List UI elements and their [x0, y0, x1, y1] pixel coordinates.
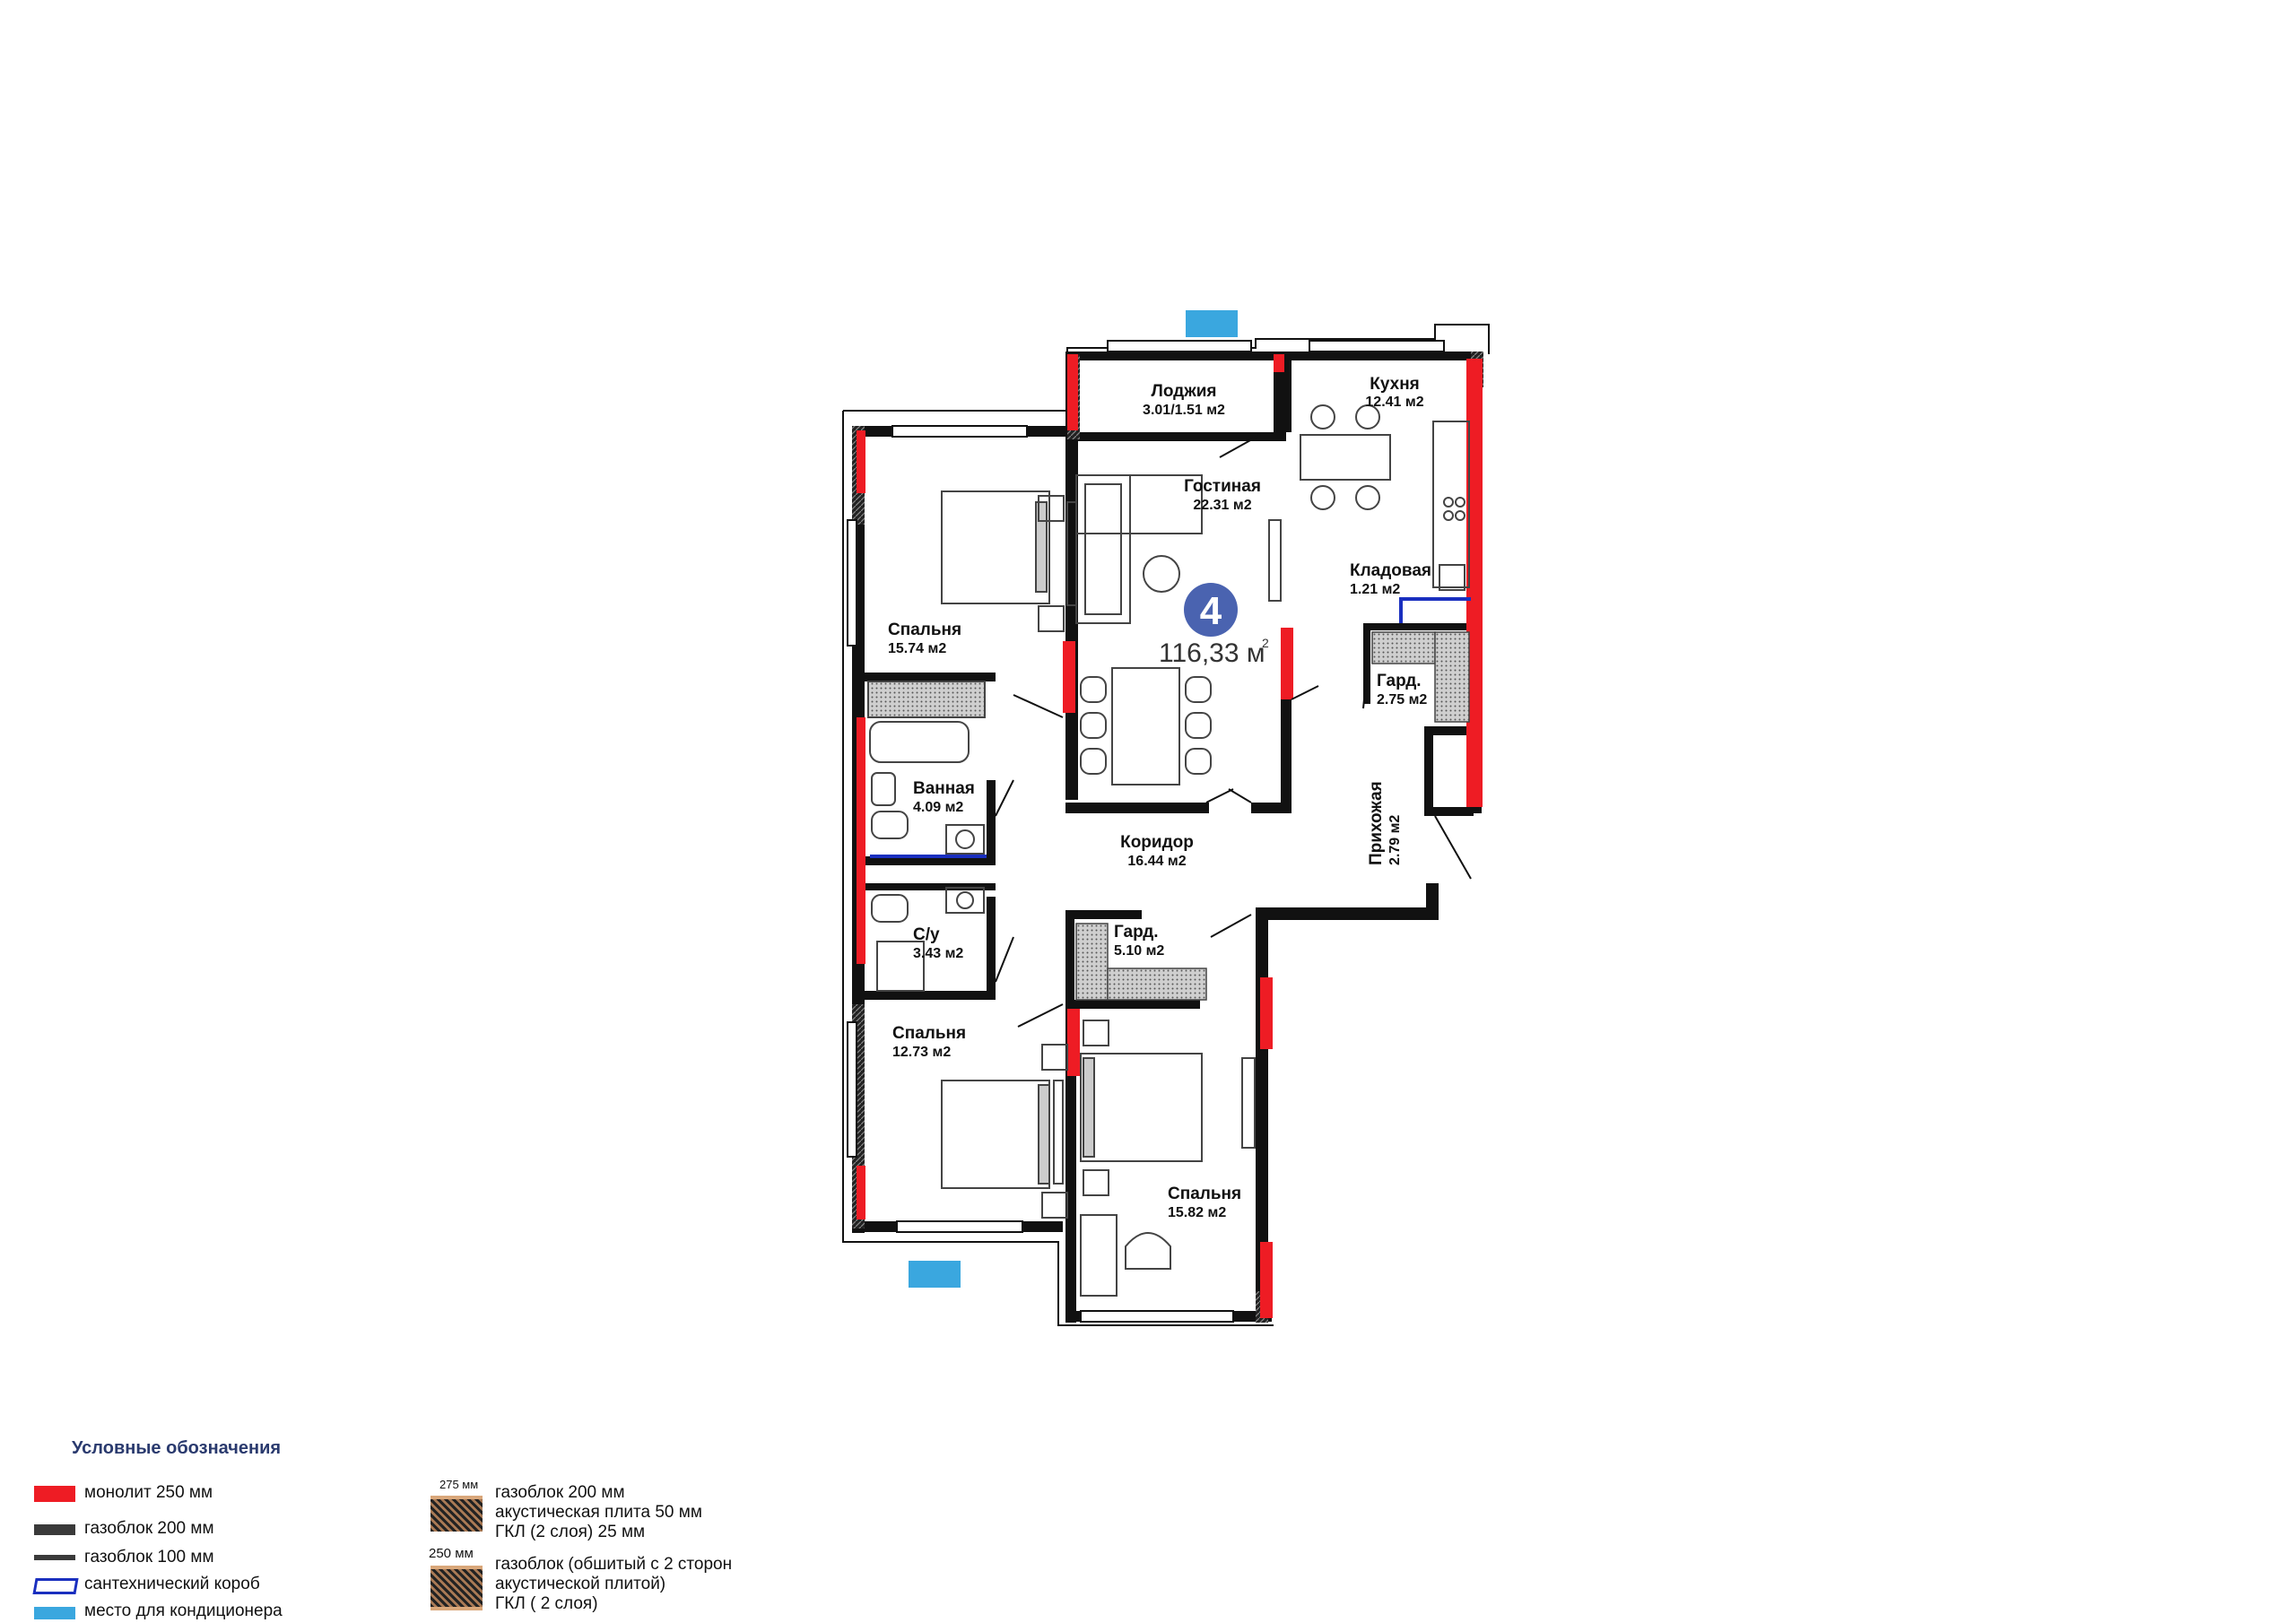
furniture-wardrobes: [1075, 631, 1470, 1001]
label-pantry-name: Кладовая: [1350, 561, 1431, 580]
ac-place-top: [1186, 310, 1238, 337]
label-loggia-name: Лоджия: [1152, 382, 1217, 401]
monolith-walls: [857, 354, 1483, 1318]
furniture-kitchen: [1300, 404, 1470, 591]
apartment-total-area: 116,33 м: [1159, 638, 1265, 668]
legend-acoustic2-dim: 250 мм: [429, 1546, 474, 1561]
legend-title: Условные обозначения: [72, 1438, 282, 1458]
label-kitchen-area: 12.41 м2: [1365, 395, 1423, 410]
legend-label-ac-place: место для кондиционера: [84, 1601, 283, 1620]
label-bedroom2-area: 12.73 м2: [892, 1045, 951, 1060]
legend-label-monolith: монолит 250 мм: [84, 1483, 213, 1502]
label-living-area: 22.31 м2: [1193, 498, 1251, 513]
label-bedroom1-name: Спальня: [888, 621, 961, 639]
label-wardrobe1-area: 2.75 м2: [1377, 692, 1427, 707]
sanitary-box: [870, 597, 1471, 858]
furniture-bathroom: [869, 721, 985, 992]
apartment-area-superscript: 2: [1262, 636, 1269, 650]
label-living-name: Гостиная: [1184, 477, 1261, 496]
legend-acoustic1-swatch: [430, 1496, 483, 1532]
legend-acoustic2-line1: газоблок (обшитый с 2 сторон: [495, 1555, 733, 1574]
label-wc-area: 3.43 м2: [913, 946, 963, 961]
legend-swatch-gasblock-100: [34, 1555, 75, 1560]
legend-acoustic2-line3: ГКЛ ( 2 слоя): [495, 1594, 598, 1613]
furniture-bedroom-1: [867, 490, 1077, 718]
label-loggia-area: 3.01/1.51 м2: [1143, 403, 1225, 418]
apartment-number: 4: [1200, 589, 1222, 633]
windows: [847, 340, 1445, 1323]
label-corridor-name: Коридор: [1120, 833, 1194, 852]
apartment-badge: 4 116,33 м 2: [1159, 583, 1269, 668]
furniture-bedroom-2: [941, 1044, 1068, 1219]
furniture-bedroom-3: [1080, 1020, 1256, 1297]
legend-swatch-ac-place: [34, 1607, 75, 1619]
label-bedroom2-name: Спальня: [892, 1024, 966, 1043]
legend-acoustic1-dim: 275 мм: [439, 1478, 479, 1491]
legend-label-gasblock-100: газоблок 100 мм: [84, 1548, 214, 1567]
legend-acoustic1-line3: ГКЛ (2 слоя) 25 мм: [495, 1523, 646, 1541]
legend-swatch-gasblock-200: [34, 1524, 75, 1535]
label-hallway-name: Прихожая: [1367, 781, 1386, 865]
legend-label-gasblock-200: газоблок 200 мм: [84, 1519, 214, 1538]
doors: [995, 434, 1472, 1028]
legend-acoustic2-line2: акустической плитой): [495, 1575, 666, 1593]
label-bedroom1-area: 15.74 м2: [888, 641, 946, 656]
ac-place-bottom: [909, 1261, 961, 1288]
label-kitchen-name: Кухня: [1370, 375, 1420, 394]
label-wardrobe2-name: Гард.: [1114, 923, 1159, 942]
label-bedroom3-name: Спальня: [1168, 1185, 1241, 1203]
label-bedroom3-area: 15.82 м2: [1168, 1205, 1226, 1220]
legend-acoustic1-line2: акустическая плита 50 мм: [495, 1503, 702, 1522]
label-wc-name: С/у: [913, 925, 940, 944]
furniture-living: [1075, 474, 1282, 785]
legend-swatch-monolith: [34, 1486, 75, 1502]
label-bathroom-name: Ванная: [913, 779, 975, 798]
label-bathroom-area: 4.09 м2: [913, 800, 963, 815]
label-hallway-area: 2.79 м2: [1387, 815, 1403, 865]
label-wardrobe2-area: 5.10 м2: [1114, 943, 1164, 959]
label-wardrobe1-name: Гард.: [1377, 672, 1422, 690]
room-labels: Лоджия 3.01/1.51 м2 Кухня 12.41 м2 Гости…: [888, 375, 1431, 1220]
legend-acoustic2-swatch: [430, 1566, 483, 1610]
legend-swatch-sanitary-box: [32, 1578, 79, 1594]
legend-label-sanitary-box: сантехнический короб: [84, 1575, 260, 1593]
label-pantry-area: 1.21 м2: [1350, 582, 1400, 597]
label-corridor-area: 16.44 м2: [1127, 854, 1186, 869]
legend-acoustic1-line1: газоблок 200 мм: [495, 1483, 625, 1502]
